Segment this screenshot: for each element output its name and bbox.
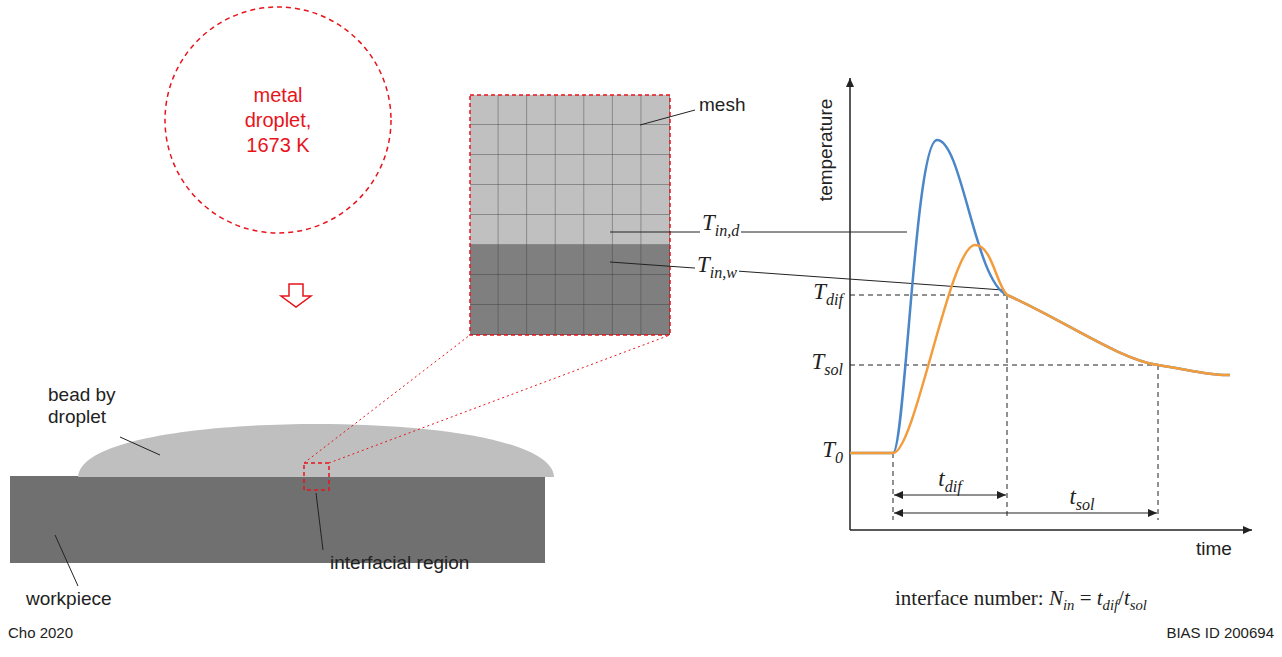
source-note: Cho 2020 (8, 624, 73, 641)
symbol-label-text: T (702, 210, 715, 235)
y-axis (849, 78, 851, 530)
bead-label: bead by droplet (48, 384, 148, 428)
formula-text: in (1063, 597, 1074, 613)
leader-line (610, 232, 907, 233)
axis-tick-label-text: 0 (835, 449, 843, 466)
dimension-label: tdif (938, 466, 961, 496)
zoom-line (304, 335, 470, 463)
droplet-temperature-curve (850, 140, 1230, 453)
source-note-text: Cho 2020 (8, 624, 73, 641)
formula-text: = (1080, 586, 1092, 610)
x-axis (850, 529, 1252, 531)
axis-tick-label-text: dif (826, 291, 843, 308)
leader-line (120, 437, 160, 455)
region-label: interfacial region (330, 552, 469, 574)
axis-tick-label: Tdif (813, 279, 843, 309)
dimension-arrow (894, 512, 1157, 513)
axis-tick-label: Tsol (811, 349, 843, 379)
leader-line (640, 110, 695, 125)
axis-label-text: temperature (815, 99, 836, 201)
dimension-label-text: t (938, 466, 944, 491)
formula-text: N (1049, 586, 1063, 610)
bead-label-text: bead by droplet (48, 384, 116, 427)
formula-text: dif (1103, 597, 1119, 613)
axis-label: time (1196, 538, 1232, 560)
leader-line (610, 262, 1003, 290)
symbol-label-text: in,d (715, 222, 740, 239)
axis-label: temperature (815, 99, 837, 201)
formula-text: / (1118, 586, 1124, 610)
workpiece-label-text: workpiece (26, 588, 112, 609)
droplet-text: metal droplet, 1673 K (222, 83, 334, 158)
workpiece-label: workpiece (26, 588, 112, 610)
workpiece-temperature-curve (850, 245, 1230, 453)
dimension-label: tsol (1069, 484, 1094, 514)
symbol-label: Tin,w (695, 252, 739, 282)
formula: interface number: Nin = tdif/tsol (895, 586, 1147, 614)
region-label-text: interfacial region (330, 552, 469, 573)
symbol-label-text: T (697, 252, 710, 277)
drop-arrow (281, 284, 311, 307)
formula-text: t (1124, 586, 1130, 610)
axis-tick-label-text: T (813, 279, 826, 304)
id-note-text: BIAS ID 200694 (1166, 624, 1274, 641)
axis-tick-label-text: T (822, 437, 835, 462)
bead (78, 424, 554, 477)
guide-lines (850, 295, 1158, 520)
axis-tick-label: T0 (822, 437, 843, 467)
dimension-label-text: t (1069, 484, 1075, 509)
axis-tick-label-text: T (811, 349, 824, 374)
droplet-circle: metal droplet, 1673 K (163, 5, 393, 235)
axis-label-text: time (1196, 538, 1232, 559)
formula-text: interface number: (895, 586, 1044, 610)
interfacial-square (304, 463, 329, 490)
symbol-label-text: in,w (710, 264, 737, 281)
mesh-grid (470, 95, 670, 335)
mesh-label: mesh (699, 94, 745, 116)
mesh-border (470, 95, 670, 335)
workpiece-plate (10, 476, 545, 563)
leader-line (316, 493, 323, 550)
zoom-line (329, 335, 670, 463)
dimension-label-text: dif (945, 478, 962, 495)
formula-text: t (1097, 586, 1103, 610)
leader-line (55, 535, 78, 586)
id-note: BIAS ID 200694 (1166, 624, 1274, 641)
formula-text: sol (1130, 597, 1147, 613)
dimension-label-text: sol (1076, 496, 1095, 513)
symbol-label: Tin,d (700, 210, 741, 240)
mesh-label-text: mesh (699, 94, 745, 115)
axis-tick-label-text: sol (824, 361, 843, 378)
